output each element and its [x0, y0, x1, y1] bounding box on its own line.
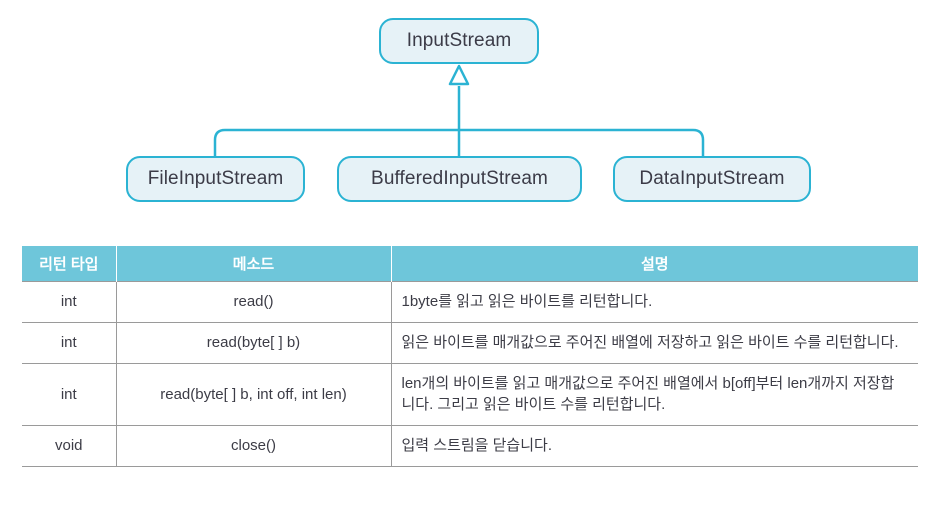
- table-body: int read() 1byte를 읽고 읽은 바이트를 리턴합니다. int …: [22, 281, 918, 467]
- uml-class-label: FileInputStream: [147, 168, 284, 189]
- table-row: int read(byte[ ] b, int off, int len) le…: [22, 362, 918, 426]
- cell-return-type: void: [22, 425, 117, 467]
- table-header-row: 리턴 타입 메소드 설명: [22, 246, 918, 282]
- inputstream-method-table: 리턴 타입 메소드 설명 int read() 1byte를 읽고 읽은 바이트…: [22, 246, 918, 467]
- uml-class-label: InputStream: [406, 30, 512, 51]
- cell-description: 입력 스트림을 닫습니다.: [391, 425, 918, 467]
- uml-class-label: DataInputStream: [639, 168, 785, 189]
- uml-class-box-inputstream: InputStream: [379, 18, 539, 64]
- cell-return-type: int: [22, 321, 117, 363]
- cell-return-type: int: [22, 362, 117, 426]
- table-row: void close() 입력 스트림을 닫습니다.: [22, 425, 918, 467]
- uml-class-label: BufferedInputStream: [371, 168, 548, 189]
- uml-class-box-datainputstream: DataInputStream: [613, 156, 811, 202]
- uml-class-box-fileinputstream: FileInputStream: [126, 156, 305, 202]
- cell-method: close(): [116, 425, 392, 467]
- cell-description: 1byte를 읽고 읽은 바이트를 리턴합니다.: [391, 281, 918, 323]
- uml-class-box-bufferedinputstream: BufferedInputStream: [337, 156, 582, 202]
- cell-return-type: int: [22, 281, 117, 323]
- cell-method: read(): [116, 281, 392, 323]
- table-row: int read(byte[ ] b) 읽은 바이트를 매개값으로 주어진 배열…: [22, 321, 918, 363]
- uml-class-diagram: InputStream FileInputStream BufferedInpu…: [0, 0, 940, 225]
- cell-method: read(byte[ ] b): [116, 321, 392, 363]
- cell-method: read(byte[ ] b, int off, int len): [116, 362, 392, 426]
- cell-description: len개의 바이트를 읽고 매개값으로 주어진 배열에서 b[off]부터 le…: [391, 362, 918, 426]
- column-header-description: 설명: [391, 246, 918, 282]
- table-header: 리턴 타입 메소드 설명: [22, 246, 918, 282]
- column-header-return-type: 리턴 타입: [22, 246, 117, 282]
- cell-description: 읽은 바이트를 매개값으로 주어진 배열에 저장하고 읽은 바이트 수를 리턴합…: [391, 321, 918, 363]
- method-table-container: 리턴 타입 메소드 설명 int read() 1byte를 읽고 읽은 바이트…: [22, 246, 918, 467]
- column-header-method: 메소드: [116, 246, 392, 282]
- table-row: int read() 1byte를 읽고 읽은 바이트를 리턴합니다.: [22, 281, 918, 323]
